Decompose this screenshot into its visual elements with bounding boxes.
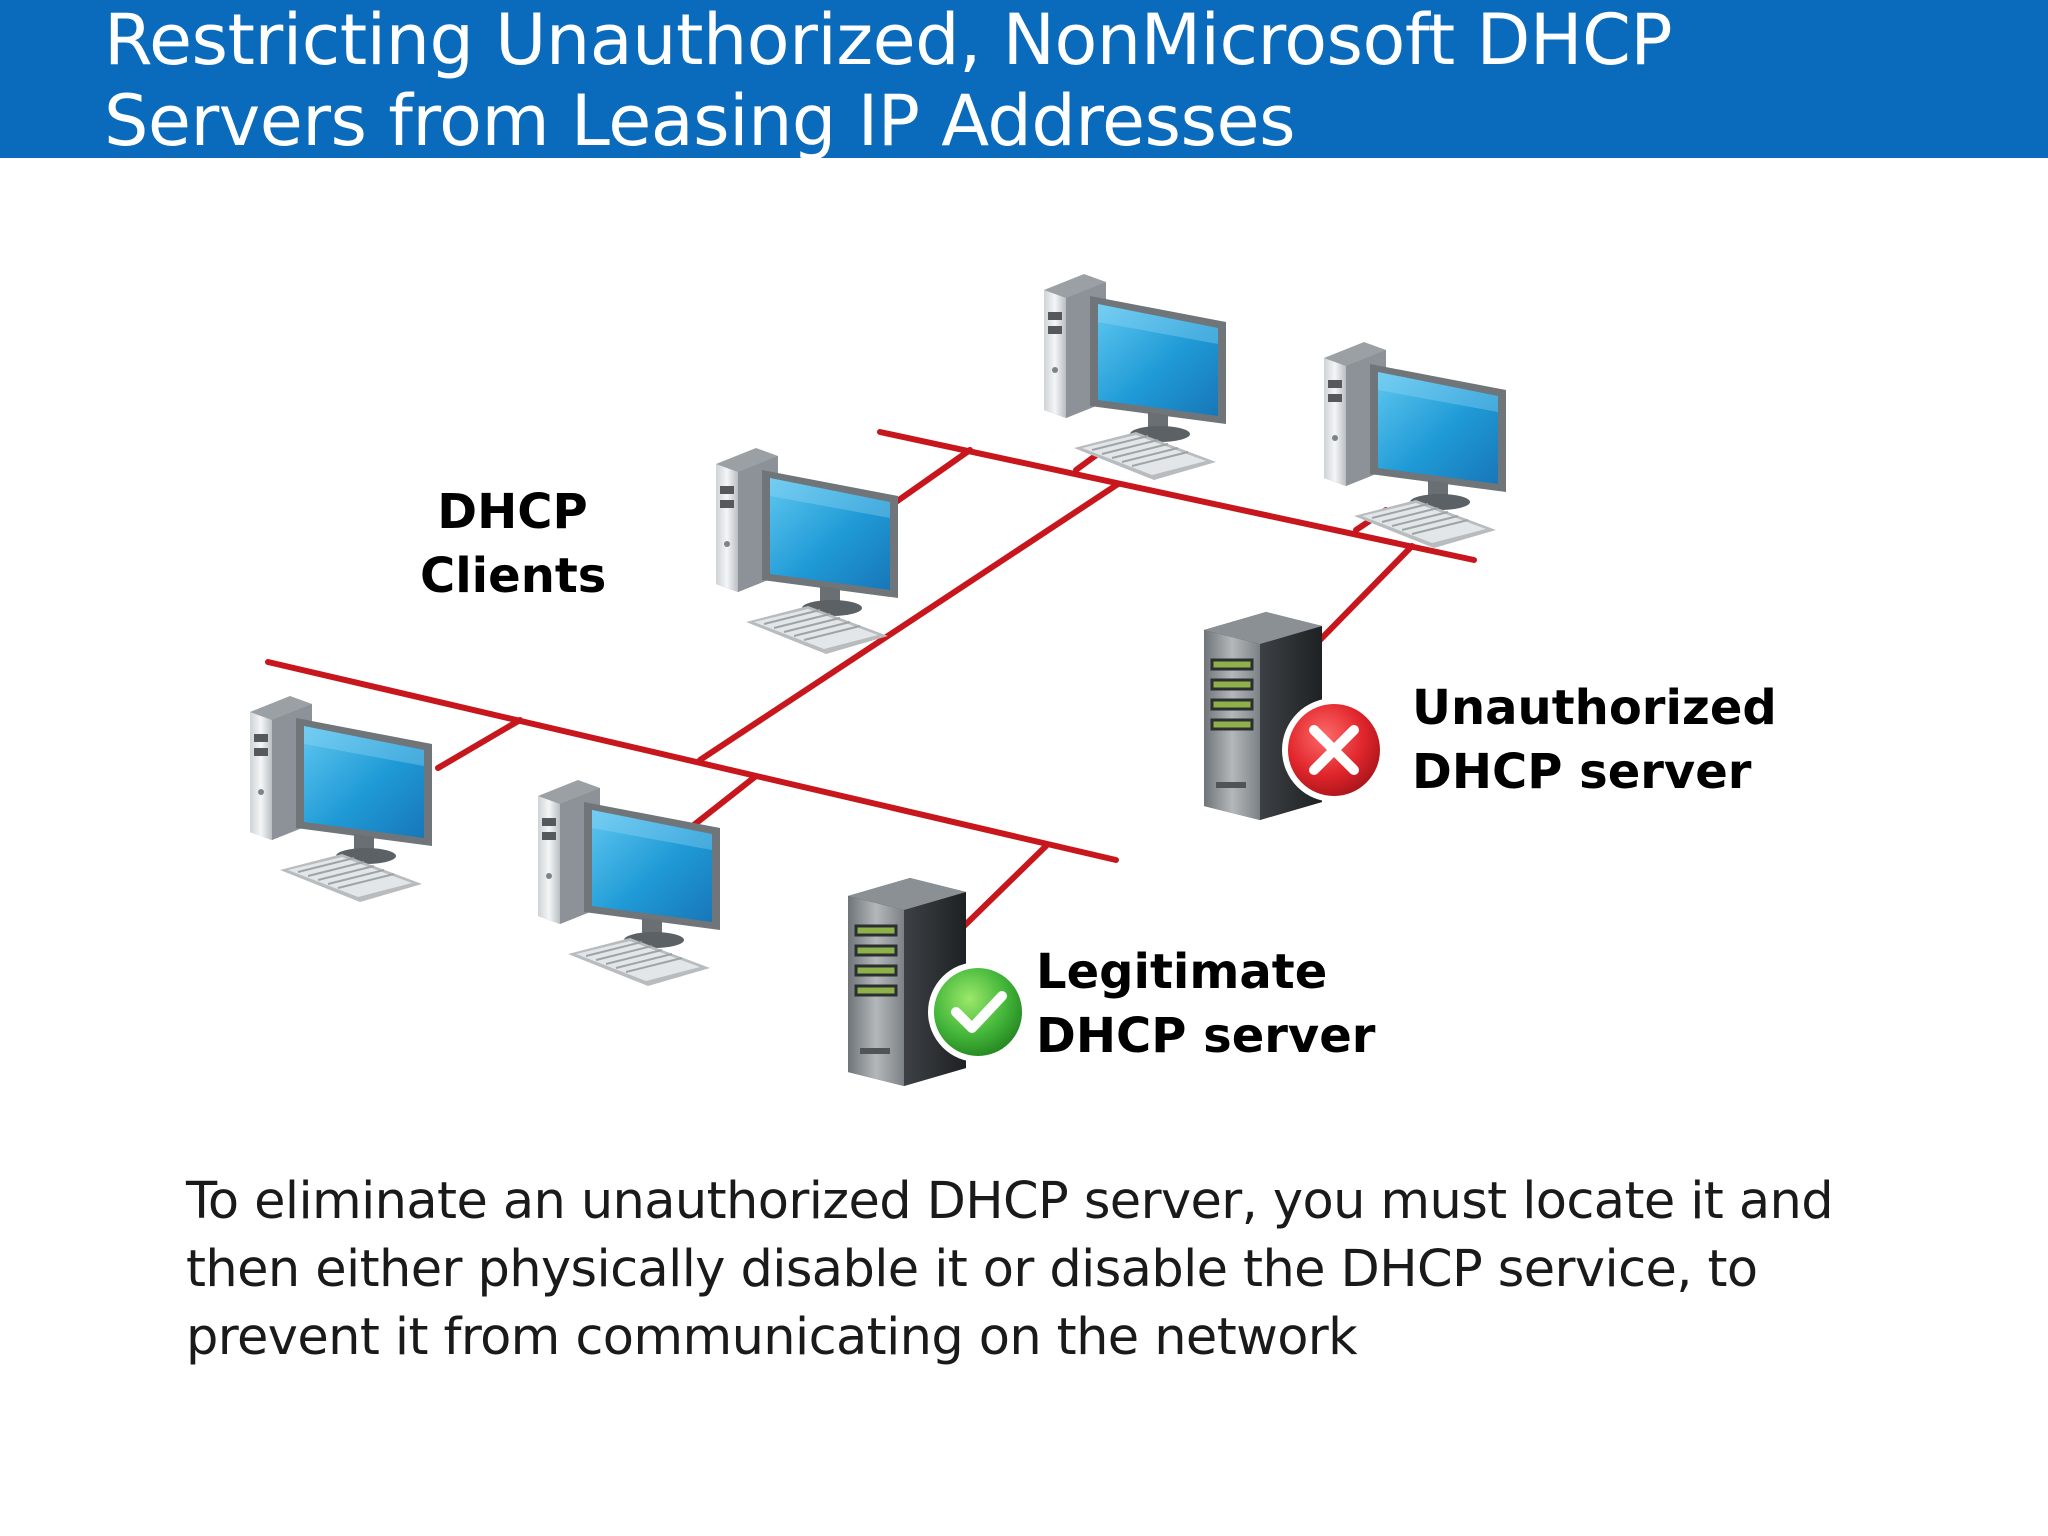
dhcp-clients-label-line-2: Clients	[420, 548, 607, 604]
client-computer	[1323, 341, 1507, 549]
drop-client-left	[435, 717, 523, 771]
caption-line-1: To eliminate an unauthorized DHCP server…	[186, 1172, 1834, 1231]
network-lines	[265, 429, 1477, 933]
unauthorized-label-line-2: DHCP server	[1412, 744, 1752, 800]
unauthorized-label-line-1: Unauthorized	[1412, 680, 1777, 736]
dhcp-clients-label-line-1: DHCP	[437, 484, 588, 540]
client-computer	[537, 779, 721, 987]
legitimate-server-label: Legitimate DHCP server	[1036, 940, 1375, 1068]
dhcp-clients-label: DHCP Clients	[420, 480, 607, 608]
slide-title-line-2: Servers from Leasing IP Addresses	[104, 80, 1296, 162]
check-circle-icon	[928, 962, 1028, 1062]
legitimate-label-line-2: DHCP server	[1036, 1008, 1376, 1064]
client-computer	[249, 695, 433, 903]
slide-title: Restricting Unauthorized, NonMicrosoft D…	[104, 0, 1673, 162]
title-bar: Restricting Unauthorized, NonMicrosoft D…	[0, 0, 2048, 162]
slide-title-line-1: Restricting Unauthorized, NonMicrosoft D…	[104, 0, 1673, 81]
drop-unauthorized-server	[1317, 543, 1415, 643]
drop-client-lower	[687, 773, 759, 831]
unauthorized-server-label: Unauthorized DHCP server	[1412, 676, 1777, 804]
legitimate-label-line-1: Legitimate	[1036, 944, 1328, 1000]
caption-line-3: prevent it from communicating on the net…	[186, 1308, 1358, 1367]
client-computer	[1043, 273, 1227, 481]
upper-network-segment	[877, 429, 1477, 563]
client-computer	[715, 447, 899, 655]
drop-legitimate-server	[957, 843, 1049, 933]
backbone-link	[697, 481, 1121, 763]
lower-network-segment	[265, 659, 1119, 863]
caption-line-2: then either physically disable it or dis…	[186, 1240, 1758, 1299]
x-circle-icon	[1282, 698, 1386, 802]
slide-caption: To eliminate an unauthorized DHCP server…	[186, 1168, 1946, 1372]
